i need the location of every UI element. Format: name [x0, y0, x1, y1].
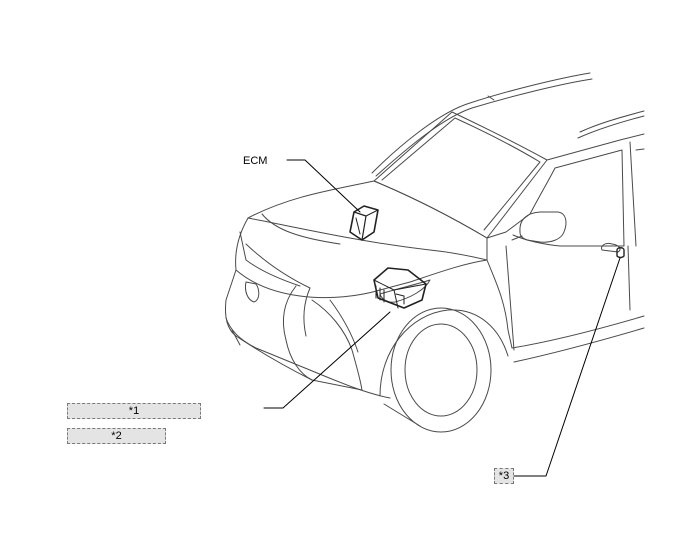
callout-3-box: *3: [494, 468, 514, 484]
lower-bumper: [225, 317, 391, 399]
body-side: [486, 243, 645, 363]
roof-outline: [371, 72, 645, 177]
side-windows: [486, 133, 645, 247]
ecm-unit: [349, 205, 379, 241]
component-3-door-sensor: [616, 247, 625, 259]
side-mirror: [511, 211, 567, 243]
callout-2-box: *2: [67, 428, 166, 444]
headlights: [245, 279, 431, 303]
front-wheel: [379, 307, 509, 433]
component-1-module: [373, 267, 427, 309]
callout-2-leader-line: [263, 311, 391, 409]
hood: [247, 180, 488, 261]
leader-lines: [263, 159, 621, 477]
callout-1-box: *1: [67, 403, 201, 419]
callout-3-leader-line: [513, 257, 621, 477]
ecm-leader-line: [286, 159, 361, 213]
front-grille: [225, 217, 488, 391]
ecm-label: ECM: [243, 155, 268, 167]
windshield: [373, 111, 548, 239]
